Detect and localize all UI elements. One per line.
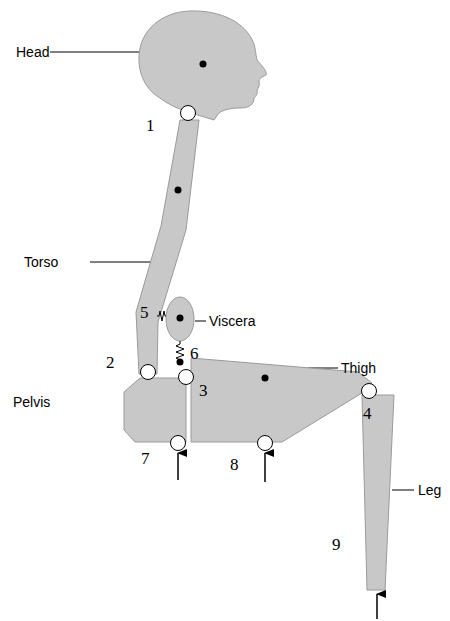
- part-name: Torso: [24, 255, 58, 269]
- callout-number: 3: [199, 382, 208, 399]
- joint-circles: [141, 106, 377, 451]
- part-name: Viscera: [209, 314, 255, 328]
- mass-centers: [175, 61, 269, 382]
- spring-symbol: [176, 341, 184, 360]
- part-name: Thigh: [341, 361, 376, 375]
- pelvis-segment: [124, 378, 186, 442]
- leg-segment: [362, 395, 394, 590]
- callout-number: 4: [363, 405, 372, 422]
- callout-number: 7: [141, 450, 150, 467]
- callout-number: 2: [106, 354, 115, 371]
- part-name: Pelvis: [13, 395, 50, 409]
- callout-number: 6: [190, 345, 199, 362]
- head-segment: [139, 11, 266, 120]
- part-name: Leg: [418, 483, 441, 497]
- callout-number: 1: [146, 117, 155, 134]
- viscera-segment: [166, 297, 194, 341]
- callout-number: 5: [140, 304, 149, 321]
- part-name: Head: [16, 45, 49, 59]
- spring-symbol: [157, 311, 166, 321]
- leader-lines: [50, 52, 414, 490]
- callout-number: 8: [230, 456, 239, 473]
- callout-number: 9: [332, 536, 341, 553]
- torso-segment: [136, 120, 199, 374]
- support-arrows: [178, 453, 377, 619]
